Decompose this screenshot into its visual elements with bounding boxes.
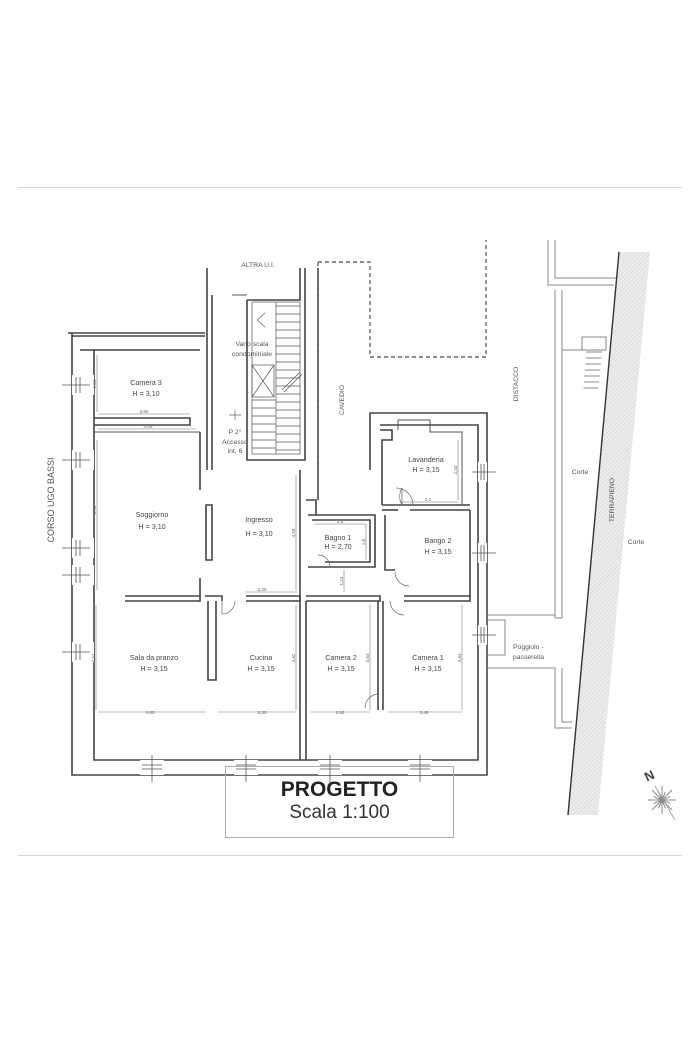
compass-ray [653, 799, 663, 804]
room-name: Soggiorno [136, 510, 169, 519]
floor-label: P 2° [229, 428, 242, 436]
street-label: CORSO UGO BASSI [46, 457, 56, 542]
poggiolo-label: Poggiolo - [513, 644, 544, 651]
compass-ray [651, 789, 663, 801]
poggiolo-label-2: passerella [513, 654, 544, 661]
title-block: PROGETTO Scala 1:100 [225, 766, 454, 838]
dimension-lines [95, 355, 463, 713]
room-sala-da-pranzo: Sala da pranzo H = 3,15 [130, 653, 178, 673]
dim-text: 4,69 [144, 424, 153, 429]
dim-text: 3,30 [258, 710, 267, 715]
dim-text: 3,45 [420, 710, 429, 715]
compass-ray [658, 799, 663, 809]
windows [62, 375, 496, 782]
room-camera-3: Camera 3 H = 3,10 [130, 378, 162, 398]
stair-label: Vano scala [235, 341, 268, 348]
dim-text: 4,93 [291, 528, 296, 537]
dim-text: 2,84 [92, 379, 97, 388]
room-name: Ingresso [245, 515, 273, 524]
compass-ray [661, 799, 666, 809]
room-camera-1: Camera 1 H = 3,15 [412, 653, 444, 673]
room-name: Camera 2 [325, 653, 357, 662]
terrapieno-hatch [568, 252, 650, 815]
dim-text: 4,64 [457, 653, 462, 662]
dim-text: 1,6 [361, 538, 366, 545]
north-arrow: N [642, 767, 676, 821]
corte-label-1: Corte [572, 469, 589, 476]
room-height: H = 3,10 [132, 389, 159, 398]
dim-text: 4,98 [92, 505, 97, 514]
room-height: H = 3,15 [414, 664, 441, 673]
room-name: Camera 3 [130, 378, 162, 387]
dim-text: 4,60 [146, 710, 155, 715]
room-name: Cucina [250, 653, 272, 662]
bottom-rule [18, 855, 682, 856]
access-label-2: int. 6 [228, 448, 243, 455]
dim-text: 4,62 [91, 653, 96, 662]
dim-text: 2,6 [337, 519, 344, 524]
room-name: Bango 2 [425, 536, 452, 545]
room-camera-2: Camera 2 H = 3,15 [325, 653, 357, 673]
top-rule [18, 187, 682, 188]
corte-label-2: Corte [628, 539, 645, 546]
compass-ray [653, 796, 663, 801]
dim-text: 1,24 [339, 576, 344, 585]
room-name: Sala da pranzo [130, 653, 178, 662]
room-height: H = 3,15 [424, 547, 451, 556]
room-name: Camera 1 [412, 653, 444, 662]
room-ingresso: Ingresso H = 3,10 [245, 515, 273, 538]
dim-text: 4,62 [291, 653, 296, 662]
doors [221, 410, 414, 709]
compass-needle [654, 785, 676, 821]
distacco-label: DISTACCO [513, 367, 520, 402]
compass-ray [661, 796, 671, 801]
compass-ray [661, 799, 673, 811]
room-height: H = 3,15 [140, 664, 167, 673]
compass-ray [651, 799, 663, 811]
compass-star-icon [648, 785, 676, 821]
dim-text: 4,64 [365, 653, 370, 662]
room-bango-2: Bango 2 H = 3,15 [424, 536, 451, 556]
room-height: H = 3,15 [247, 664, 274, 673]
drawing-scale: Scala 1:100 [289, 802, 390, 823]
stair-label-2: condominiale [232, 351, 272, 358]
exterior-walls [68, 332, 488, 776]
dim-text: 3,30 [258, 587, 267, 592]
stair-block [206, 268, 319, 500]
corte-structures [487, 240, 616, 729]
compass-ray [661, 789, 673, 801]
room-soggiorno: Soggiorno H = 3,10 [136, 510, 169, 531]
terrapieno-edge [567, 251, 620, 816]
room-height: H = 3,15 [327, 664, 354, 673]
dim-text: 2,03 [453, 465, 458, 474]
dim-text: 2,53 [336, 710, 345, 715]
room-height: H = 3,10 [245, 529, 272, 538]
drawing-title: PROGETTO [280, 778, 399, 801]
access-label: Accesso [222, 439, 248, 446]
cavedio-label: CAVEDIO [339, 385, 346, 415]
room-lavanderia: Lavanderia H = 3,15 [408, 455, 444, 474]
room-bagno-1: Bagno 1 H = 2,70 [324, 533, 351, 551]
room-height: H = 3,10 [138, 522, 165, 531]
dimension-texts: 3,50 2,84 4,69 4,98 4,93 2,6 1,6 1,24 3,… [91, 379, 462, 715]
terrapieno-label: TERRAPIENO [609, 478, 616, 522]
north-label: N [642, 767, 657, 785]
room-name: Bagno 1 [325, 533, 352, 542]
interior-walls [94, 417, 471, 760]
dim-text: 3,50 [140, 409, 149, 414]
room-height: H = 2,70 [324, 542, 351, 551]
dim-text: 3,1 [425, 497, 432, 502]
room-name: Lavanderia [408, 455, 444, 464]
altra-ui-label: ALTRA U.I. [241, 262, 275, 269]
room-height: H = 3,15 [412, 465, 439, 474]
room-cucina: Cucina H = 3,15 [247, 653, 274, 673]
cavedio-outline [317, 240, 487, 500]
